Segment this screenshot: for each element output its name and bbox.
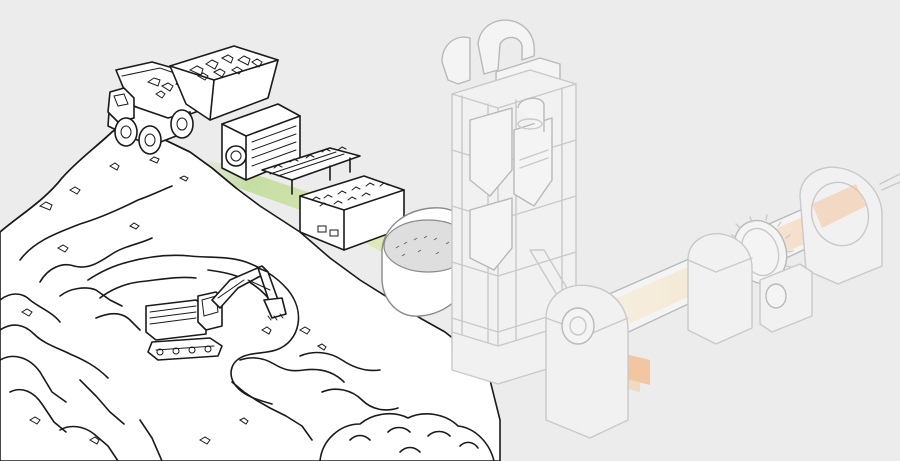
cyclone-tower-icon (441, 19, 577, 385)
crusher-icon (169, 45, 301, 181)
excavator-icon (145, 265, 287, 361)
quarry-hillside (0, 121, 501, 461)
stone-bin-icon (299, 175, 405, 251)
conveyor-icon (261, 146, 361, 195)
kiln-icon (545, 166, 900, 439)
